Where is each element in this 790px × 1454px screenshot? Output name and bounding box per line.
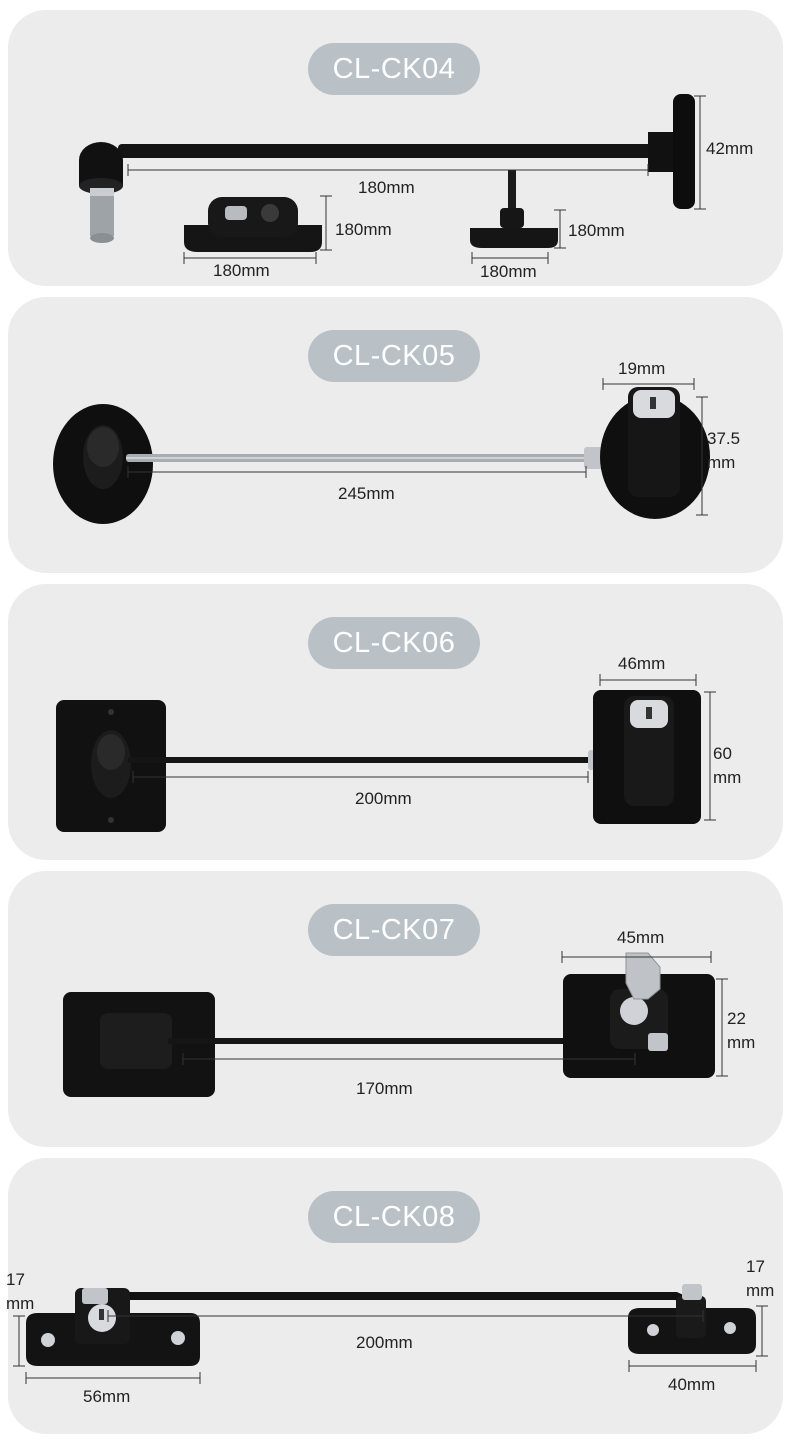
height-value: 37.5 [707,429,741,448]
lock-height-dimension: 37.5 mm [707,427,740,475]
height-unit: mm [727,1033,756,1052]
left-height-dimension: 17 mm [6,1268,34,1316]
rod-length-dimension: 200mm [356,1333,413,1352]
part-a-width-dimension: 180mm [213,261,270,280]
ck07-lock-image [63,951,728,1097]
part-b-width-dimension: 180mm [480,262,537,281]
height-unit: mm [746,1281,775,1300]
height-unit: mm [707,453,736,472]
cable-length-dimension: 170mm [356,1079,413,1098]
lock-width-dimension: 46mm [618,654,666,673]
lock-height-dimension: 60 mm [713,742,741,790]
right-height-dimension: 17 mm [746,1255,774,1303]
part-a-height-dimension: 180mm [335,220,392,239]
ck05-lock-image [53,378,710,524]
model-label: CL-CK07 [308,904,480,956]
right-width-dimension: 40mm [668,1375,716,1394]
product-card-ck04: CL-CK04 180mm 42mm 18 [8,10,783,286]
left-width-dimension: 56mm [83,1387,131,1406]
ck06-lock-image [56,674,716,832]
height-value: 22 [727,1009,746,1028]
part-b-height-dimension: 180mm [568,221,625,240]
model-label: CL-CK04 [308,43,480,95]
product-card-ck05: CL-CK05 245mm 19mm 37.5 mm [8,297,783,573]
height-dimension: 42mm [706,139,754,158]
model-label: CL-CK06 [308,617,480,669]
height-value: 17 [746,1257,765,1276]
cable-length-dimension: 245mm [338,484,395,503]
lock-width-dimension: 19mm [618,359,666,378]
height-value: 60 [713,744,732,763]
model-label: CL-CK05 [308,330,480,382]
ck04-lock-image [79,94,706,264]
product-card-ck06: CL-CK06 200mm 46mm 60 mm [8,584,783,860]
rod-length-dimension: 180mm [358,178,415,197]
model-label: CL-CK08 [308,1191,480,1243]
lock-height-dimension: 22 mm [727,1007,755,1055]
ck08-lock-image [13,1284,768,1384]
product-card-ck08: CL-CK08 200mm 56mm 40mm 17 mm 17 [6,1158,783,1434]
cable-length-dimension: 200mm [355,789,412,808]
height-value: 17 [6,1270,25,1289]
product-card-ck07: CL-CK07 170mm 45mm 22 mm [8,871,783,1147]
height-unit: mm [6,1294,35,1313]
lock-width-dimension: 45mm [617,928,665,947]
height-unit: mm [713,768,742,787]
